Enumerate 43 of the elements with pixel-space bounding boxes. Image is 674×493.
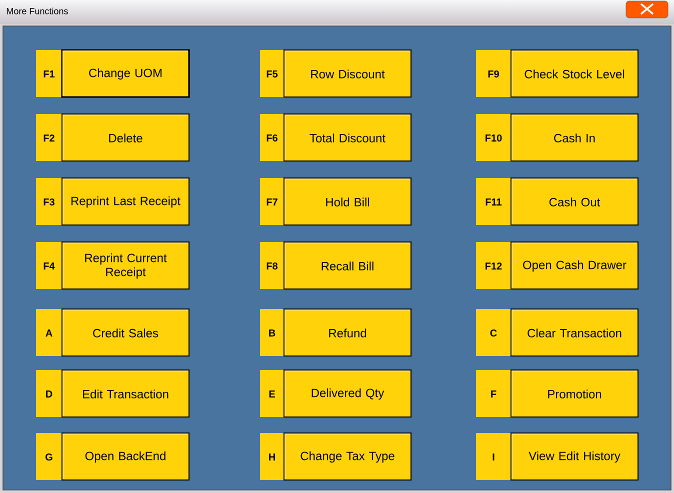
function-button: F9 Check Stock Level: [476, 50, 638, 98]
node-label: H: [269, 454, 275, 460]
function-button: F5 Row Discount: [260, 50, 412, 98]
function-button: F4 Reprint Current Receipt: [36, 242, 190, 290]
function-button: E Delivered Qty: [260, 370, 412, 418]
node-label: E: [269, 390, 275, 398]
node-label: F10: [486, 134, 502, 142]
function-button: F1 Change UOM: [36, 49, 190, 98]
node-label: F7: [266, 198, 278, 206]
node-label: F12: [486, 262, 502, 270]
function-button: F2 Delete: [36, 114, 190, 162]
function-button: F8 Recall Bill: [260, 242, 412, 290]
node-label: A: [46, 330, 52, 336]
node-label: F8: [266, 262, 278, 270]
node-label: D: [46, 390, 52, 398]
function-button: F7 Hold Bill: [260, 178, 412, 226]
function-button: C Clear Transaction: [476, 308, 638, 356]
node-label: F1: [44, 70, 55, 78]
node-label: I: [492, 454, 494, 460]
function-button: I View Edit History: [476, 432, 638, 480]
function-button: A Credit Sales: [36, 308, 190, 356]
function-button: F12 Open Cash Drawer: [476, 242, 638, 290]
node-label: F6: [266, 134, 278, 142]
node-label: F: [491, 390, 496, 398]
function-button: G Open BackEnd: [36, 432, 190, 480]
function-button: B Refund: [260, 308, 412, 356]
node-label: F9: [488, 70, 499, 78]
node-label: G: [46, 453, 52, 461]
function-button: F11 Cash Out: [476, 178, 638, 226]
node-label: F11: [486, 198, 502, 206]
function-button: F10 Cash In: [476, 114, 638, 162]
function-button: F Promotion: [476, 370, 638, 418]
function-button: H Change Tax Type: [260, 432, 412, 480]
function-button: F6 Total Discount: [260, 114, 412, 162]
node-label: F2: [44, 134, 54, 142]
function-button: D Edit Transaction: [36, 370, 190, 418]
window-title: More Functions: [6, 8, 68, 14]
function-button: F3 Reprint Last Receipt: [36, 178, 190, 226]
node-label: F4: [44, 262, 55, 270]
node-label: F5: [266, 70, 278, 78]
node-label: C: [490, 329, 497, 337]
node-label: F3: [44, 198, 54, 206]
node-label: B: [269, 330, 276, 336]
